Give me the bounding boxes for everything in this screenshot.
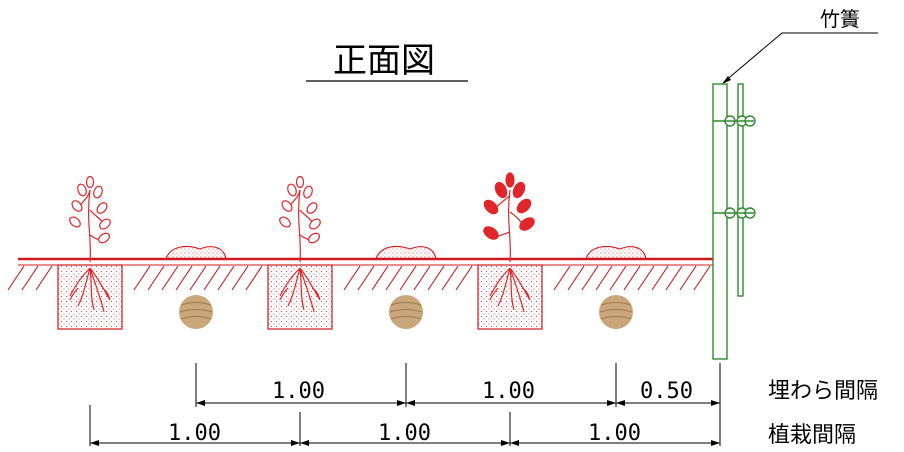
- hatch-stroke: [595, 265, 613, 291]
- diagram-title: 正面図: [333, 41, 435, 81]
- hatch-stroke: [147, 265, 165, 291]
- hatch-stroke: [623, 265, 641, 291]
- planting-spacing-dimension: [89, 405, 720, 446]
- straw-spacing-2: 1.00: [482, 379, 535, 404]
- hatch-stroke: [35, 265, 53, 291]
- hatch-stroke: [567, 265, 585, 291]
- hatch-stroke: [343, 265, 361, 291]
- hatch-stroke: [357, 265, 375, 291]
- straw-bundle: [599, 295, 633, 329]
- soil-mound: [585, 245, 647, 260]
- hatch-stroke: [133, 265, 151, 291]
- hatch-stroke: [455, 265, 473, 291]
- straw-bundle: [179, 295, 213, 329]
- ground-hatching: [7, 265, 711, 291]
- straw-spacing-label: 埋わら間隔: [768, 379, 878, 404]
- planting-pit: [477, 264, 543, 330]
- hatch-stroke: [399, 265, 417, 291]
- straw-spacing-1: 1.00: [272, 379, 325, 404]
- hatch-stroke: [665, 265, 683, 291]
- hatch-stroke: [175, 265, 193, 291]
- planting-pit: [57, 264, 123, 330]
- fence-leader-line: [723, 32, 878, 83]
- soil-mound: [165, 245, 227, 260]
- hatch-stroke: [553, 265, 571, 291]
- hatch-stroke: [581, 265, 599, 291]
- hatch-stroke: [371, 265, 389, 291]
- planting-spacing-3: 1.00: [588, 421, 641, 446]
- soil-mound: [375, 245, 437, 260]
- hatch-stroke: [679, 265, 697, 291]
- hatch-stroke: [427, 265, 445, 291]
- hatch-stroke: [245, 265, 263, 291]
- hatch-stroke: [441, 265, 459, 291]
- planting-pit: [267, 264, 333, 330]
- straw-spacing-3: 0.50: [640, 379, 693, 404]
- straw-spacing-dimension: [195, 363, 721, 446]
- planting-dimension-arrows: [90, 440, 720, 446]
- planting-spacing-2: 1.00: [378, 421, 431, 446]
- fence-label: 竹簀: [820, 7, 860, 31]
- hatch-stroke: [231, 265, 249, 291]
- seedling-filled: [483, 172, 535, 313]
- hatch-stroke: [413, 265, 431, 291]
- hatch-stroke: [21, 265, 39, 291]
- hatch-stroke: [189, 265, 207, 291]
- hatch-stroke: [637, 265, 655, 291]
- hatch-stroke: [651, 265, 669, 291]
- hatch-stroke: [203, 265, 221, 291]
- hatch-stroke: [161, 265, 179, 291]
- planting-spacing-label: 植栽間隔: [768, 423, 856, 448]
- hatch-stroke: [609, 265, 627, 291]
- bamboo-fence: [712, 83, 756, 360]
- seedling-outline: [69, 175, 111, 313]
- hatch-stroke: [385, 265, 403, 291]
- hatch-stroke: [217, 265, 235, 291]
- seedling-outline: [279, 175, 321, 313]
- planting-spacing-1: 1.00: [168, 421, 221, 446]
- hatch-stroke: [693, 265, 711, 291]
- straw-dimension-arrows: [196, 400, 720, 406]
- fence-leader-arrow: [722, 76, 731, 84]
- hatch-stroke: [7, 265, 25, 291]
- straw-bundle: [389, 295, 423, 329]
